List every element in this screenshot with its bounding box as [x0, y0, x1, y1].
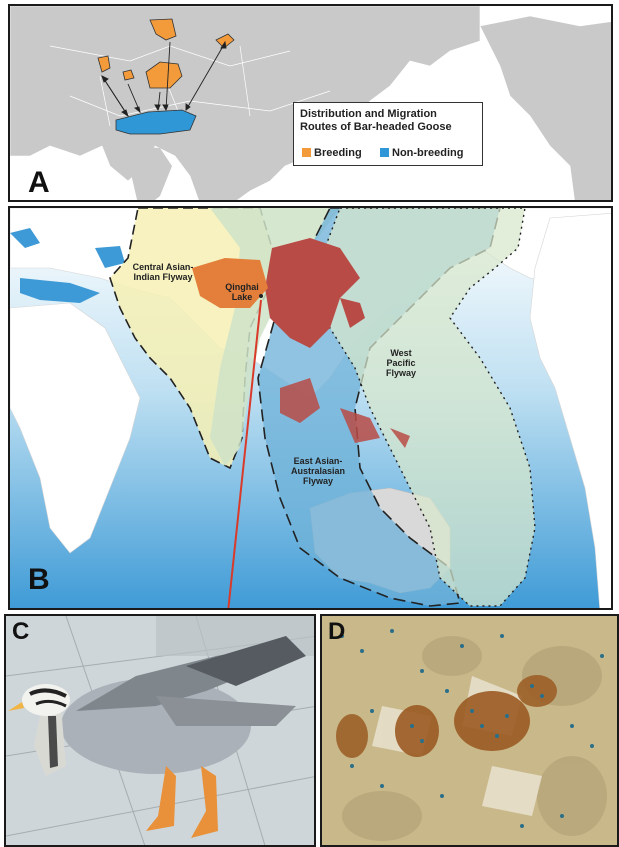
goose-leg	[146, 766, 176, 831]
panel-letter-c: C	[12, 618, 30, 645]
india-landmass	[130, 146, 172, 200]
migration-routes	[101, 40, 227, 118]
flyway-label-west-pacific: West Pacific Flyway	[385, 348, 416, 378]
panel-c-goose-photo	[4, 614, 316, 847]
stained-cell-cluster	[336, 675, 557, 758]
flyway-label-east-asian-australasian: East Asian-Australasian Flyway	[290, 456, 346, 486]
flyway-map	[10, 208, 611, 608]
panel-b-flyway-map: Central Asian-Indian Flyway Qinghai Lake…	[8, 206, 613, 610]
china-region	[265, 238, 360, 348]
legend-title: Distribution and Migration Routes of Bar…	[300, 108, 452, 133]
qinghai-lake-marker	[259, 294, 263, 298]
breeding-area	[97, 55, 111, 73]
goose-photo	[6, 616, 314, 845]
breeding-area	[122, 69, 135, 81]
cell-nuclei	[340, 629, 604, 828]
legend-label: Non-breeding	[392, 147, 464, 159]
panel-a-distribution-map: Distribution and Migration Routes of Bar…	[8, 4, 613, 202]
non-breeding-swatch	[380, 148, 389, 157]
breeding-area	[215, 33, 235, 49]
panel-letter-d: D	[328, 618, 346, 645]
west-pacific-flyway-zone	[319, 208, 536, 607]
eurasia-landmass	[10, 6, 481, 200]
goose-beak	[8, 702, 24, 711]
site-arrow	[227, 299, 262, 608]
panel-d-tissue-micrograph	[320, 614, 619, 847]
breeding-area	[149, 18, 177, 41]
north-america-landmass	[479, 15, 611, 200]
flyway-label-central-asian-indian: Central Asian-Indian Flyway	[132, 262, 194, 282]
qinghai-region	[192, 258, 268, 308]
legend: Distribution and Migration Routes of Bar…	[293, 102, 483, 166]
legend-label: Breeding	[314, 147, 362, 159]
legend-item-breeding: Breeding	[302, 147, 362, 159]
non-breeding-area	[115, 109, 197, 135]
goose-leg	[191, 766, 218, 838]
legend-item-non-breeding: Non-breeding	[380, 147, 464, 159]
panel-letter-b: B	[28, 563, 50, 596]
site-label-qinghai-lake: Qinghai Lake	[225, 282, 259, 302]
americas-landmass	[529, 213, 611, 608]
africa-landmass	[10, 302, 141, 554]
tissue-micrograph	[322, 616, 617, 845]
panel-letter-a: A	[28, 166, 50, 199]
breeding-swatch	[302, 148, 311, 157]
distribution-map	[10, 6, 611, 200]
breeding-area	[145, 61, 183, 89]
